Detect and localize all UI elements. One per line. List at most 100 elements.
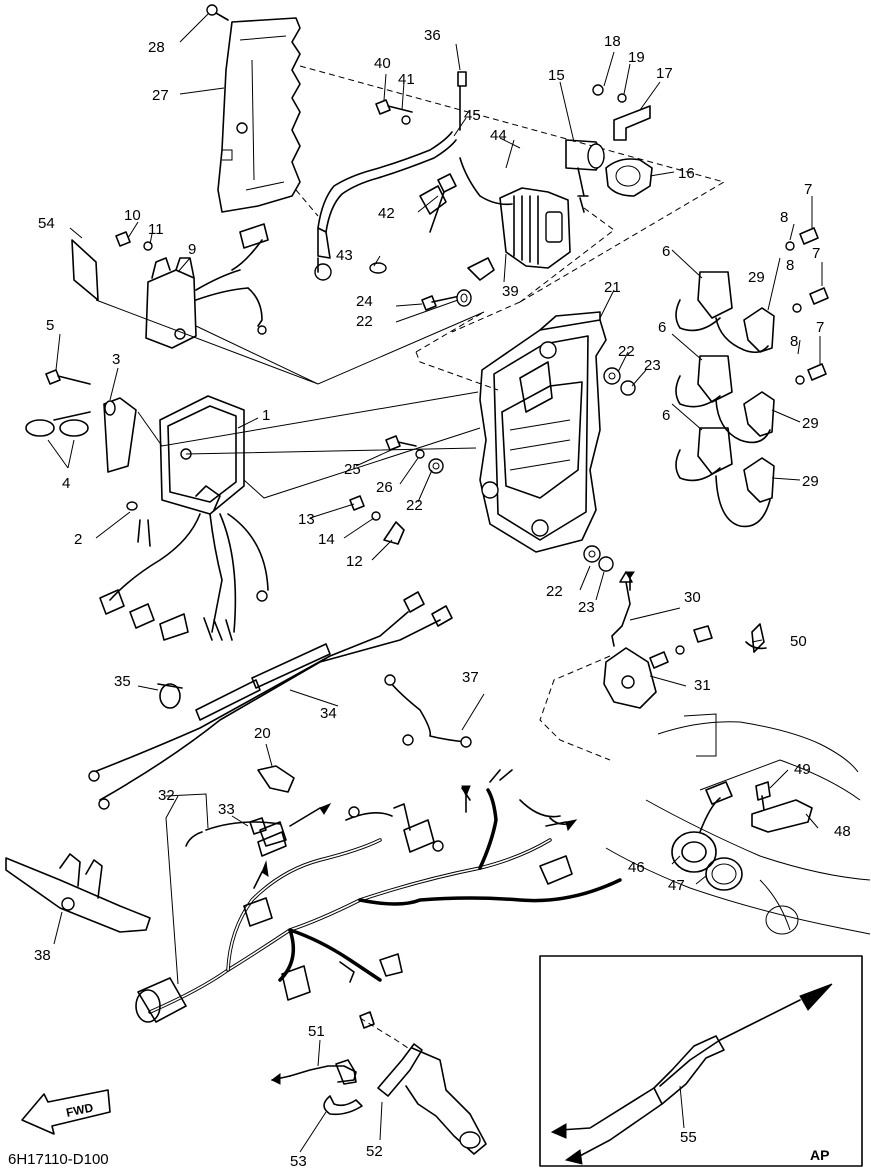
clip-43: [369, 262, 387, 274]
callout-29-b: 29: [802, 415, 819, 432]
callout-37: 37: [462, 669, 479, 686]
callout-16: 16: [678, 165, 695, 182]
clip-35: [157, 683, 183, 709]
callout-8-b: 8: [786, 257, 794, 274]
callout-29-a: 29: [748, 269, 765, 286]
reference-line: [451, 301, 521, 333]
callout-40: 40: [374, 55, 391, 72]
cover-plate-27: [217, 17, 301, 213]
bracket-52: [359, 1011, 487, 1155]
bolt-25: [385, 435, 425, 459]
sensor-15: [565, 139, 605, 197]
cap-2: [126, 501, 138, 511]
callout-6-b: 6: [658, 319, 666, 336]
callout-42: 42: [378, 205, 395, 222]
callout-7-c: 7: [816, 319, 824, 336]
screw-49: [755, 781, 771, 811]
bolt-13: [349, 495, 381, 521]
callout-41: 41: [398, 71, 415, 88]
callout-47: 47: [668, 877, 685, 894]
plate-48: [751, 799, 813, 833]
callout-22-a: 22: [356, 313, 373, 330]
callout-17: 17: [656, 65, 673, 82]
callout-1: 1: [262, 407, 270, 424]
reference-line: [299, 65, 726, 303]
flow-arrows: [253, 197, 635, 1085]
callout-54: 54: [38, 215, 55, 232]
bracket-3: [103, 397, 137, 473]
clamp-16: [605, 158, 653, 197]
grommet-22-right: [603, 367, 621, 385]
callout-32: 32: [158, 787, 175, 804]
callout-11: 11: [148, 221, 164, 238]
clip-42: [419, 185, 447, 215]
callout-10: 10: [124, 207, 141, 224]
callout-6-a: 6: [662, 243, 670, 260]
bolt-36: [457, 71, 467, 131]
callout-48: 48: [834, 823, 851, 840]
screws-7-8: [785, 227, 829, 385]
callout-23-b: 23: [578, 599, 595, 616]
callout-7-a: 7: [804, 181, 812, 198]
callout-13: 13: [298, 511, 315, 528]
reference-line: [295, 189, 319, 217]
cdi-unit-1: [99, 395, 269, 641]
sensor-31: [603, 625, 713, 709]
grommet-46: [671, 781, 733, 873]
seal-47: [705, 857, 743, 891]
clip-12: [383, 521, 405, 545]
clamps-4: [25, 411, 91, 437]
fuel-pump-39: [467, 187, 571, 281]
callout-35: 35: [114, 673, 131, 690]
callout-33: 33: [218, 801, 235, 818]
callout-52: 52: [366, 1143, 383, 1160]
rectifier-9: [145, 223, 269, 349]
callout-14: 14: [318, 531, 335, 548]
callout-12: 12: [346, 553, 363, 570]
callout-5: 5: [46, 317, 54, 334]
callout-55: 55: [680, 1129, 697, 1146]
inset-label: AP: [810, 1147, 829, 1163]
fwd-arrow-icon: [21, 1089, 111, 1135]
collar-23-right: [620, 380, 636, 396]
callout-53: 53: [290, 1153, 307, 1170]
hose-45: [429, 157, 513, 233]
callout-9: 9: [188, 241, 196, 258]
callout-21: 21: [604, 279, 621, 296]
callout-18: 18: [604, 33, 621, 50]
callout-3: 3: [112, 351, 120, 368]
callout-31: 31: [694, 677, 711, 694]
callout-25: 25: [344, 461, 361, 478]
lower-cowling: [605, 713, 871, 935]
reference-line: [415, 311, 499, 391]
screw-28: [206, 4, 229, 21]
grommet-22-left: [428, 458, 444, 474]
callout-7-b: 7: [812, 245, 820, 262]
callout-30: 30: [684, 589, 701, 606]
bracket-17: [592, 84, 651, 141]
callout-44: 44: [490, 127, 507, 144]
fwd-label: FWD: [65, 1100, 95, 1119]
callout-24: 24: [356, 293, 373, 310]
harness-holder-38: [5, 853, 151, 933]
switch-51: [289, 1059, 357, 1085]
callout-46: 46: [628, 859, 645, 876]
clip-50: [745, 623, 767, 653]
callout-labels: 28 27 54 10 11 9 5 3 1 4 2 40 41 36 45 4…: [34, 27, 851, 1170]
callout-19: 19: [628, 49, 645, 66]
reference-line: [137, 391, 479, 455]
hose-44: [314, 131, 457, 281]
callout-51: 51: [308, 1023, 325, 1040]
collar-23-lower: [598, 556, 614, 572]
callout-8-c: 8: [790, 333, 798, 350]
callout-27: 27: [152, 87, 169, 104]
callout-43: 43: [336, 247, 353, 264]
callout-22-c: 22: [406, 497, 423, 514]
reference-line: [243, 427, 481, 499]
bolt-10-11: [115, 231, 153, 251]
label-54: [71, 239, 99, 301]
callout-22-d: 22: [546, 583, 563, 600]
callout-23-a: 23: [644, 357, 661, 374]
bolt-5: [45, 369, 91, 385]
